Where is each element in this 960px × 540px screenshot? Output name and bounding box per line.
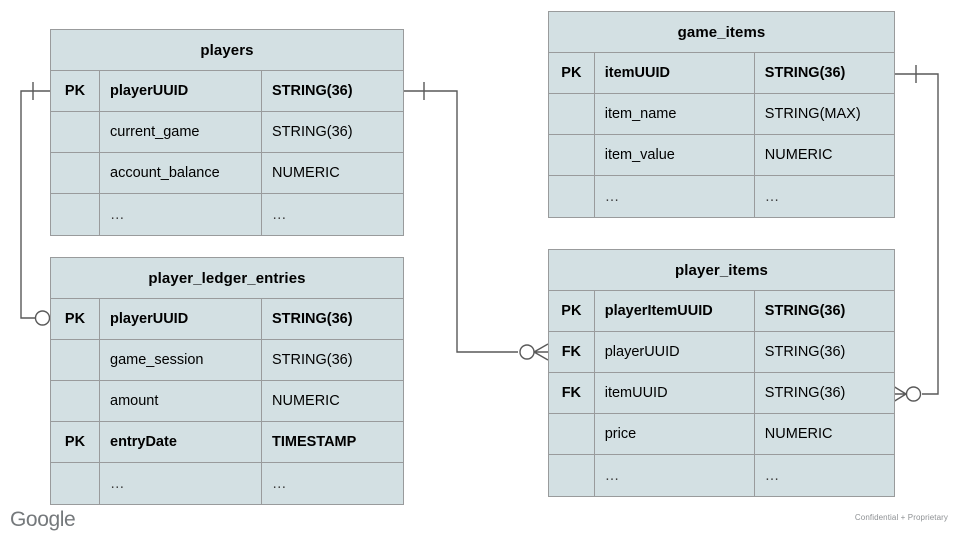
field-row-playeritems-more[interactable]: … …	[549, 455, 894, 496]
field-type-ledger-game-session: STRING(36)	[272, 352, 353, 368]
field-row-gameitems-more[interactable]: … …	[549, 176, 894, 217]
entity-player-items-name: player_items	[675, 261, 768, 279]
field-type-playeritems-itemuuid: STRING(36)	[764, 385, 846, 401]
field-key-players-account-balance	[51, 153, 100, 193]
field-type-players-more: …	[272, 206, 288, 223]
field-row-players-current-game[interactable]: current_game STRING(36)	[51, 112, 403, 153]
field-row-gameitems-item-value[interactable]: item_value NUMERIC	[549, 135, 894, 176]
field-row-playeritems-playeritemuuid[interactable]: PK playerItemUUID STRING(36)	[549, 291, 894, 332]
field-row-playeritems-itemuuid[interactable]: FK itemUUID STRING(36)	[549, 373, 894, 414]
field-row-gameitems-item-name[interactable]: item_name STRING(MAX)	[549, 94, 894, 135]
field-row-ledger-playeruuid[interactable]: PK playerUUID STRING(36)	[51, 299, 403, 340]
field-key-ledger-playeruuid: PK	[51, 299, 100, 339]
field-name-playeritems-itemuuid: itemUUID	[595, 373, 755, 413]
field-name-playeritems-playeruuid: playerUUID	[595, 332, 755, 372]
field-row-gameitems-itemuuid[interactable]: PK itemUUID STRING(36)	[549, 53, 894, 94]
field-type-ledger-amount: NUMERIC	[272, 393, 340, 409]
field-name-players-current-game: current_game	[100, 112, 262, 152]
field-row-players-more[interactable]: … …	[51, 194, 403, 235]
field-key-gameitems-item-value	[549, 135, 595, 175]
field-row-ledger-amount[interactable]: amount NUMERIC	[51, 381, 403, 422]
field-type-gameitems-more: …	[764, 188, 781, 205]
field-name-players-playeruuid: playerUUID	[100, 71, 262, 111]
field-key-players-more	[51, 194, 100, 235]
confidentiality-note: Confidential + Proprietary	[854, 513, 948, 522]
field-type-ledger-entrydate: TIMESTAMP	[272, 434, 357, 450]
field-name-ledger-more: …	[100, 463, 262, 504]
field-key-players-current-game	[51, 112, 100, 152]
field-name-players-account-balance: account_balance	[100, 153, 262, 193]
field-type-gameitems-itemuuid: STRING(36)	[764, 65, 846, 81]
field-name-playeritems-more: …	[595, 455, 755, 496]
field-name-players-more: …	[100, 194, 262, 235]
entity-player-items-title: player_items	[549, 250, 894, 291]
entity-player-items[interactable]: player_items PK playerItemUUID STRING(36…	[548, 249, 895, 497]
field-type-ledger-playeruuid: STRING(36)	[272, 311, 353, 327]
field-key-playeritems-more	[549, 455, 595, 496]
field-row-ledger-game-session[interactable]: game_session STRING(36)	[51, 340, 403, 381]
field-type-players-account-balance: NUMERIC	[272, 165, 340, 181]
field-key-playeritems-itemuuid: FK	[549, 373, 595, 413]
google-logo: Google	[10, 508, 76, 531]
entity-player-ledger-entries[interactable]: player_ledger_entries PK playerUUID STRI…	[50, 257, 404, 505]
field-type-playeritems-more: …	[764, 467, 781, 484]
field-row-ledger-more[interactable]: … …	[51, 463, 403, 504]
entity-game-items-name: game_items	[677, 23, 766, 41]
relationship-game-items-to-player-items	[892, 65, 939, 403]
entity-player-ledger-entries-name: player_ledger_entries	[148, 269, 306, 287]
field-row-playeritems-price[interactable]: price NUMERIC	[549, 414, 894, 455]
field-type-playeritems-playeritemuuid: STRING(36)	[764, 303, 846, 319]
field-type-gameitems-item-value: NUMERIC	[764, 147, 833, 163]
field-row-ledger-entrydate[interactable]: PK entryDate TIMESTAMP	[51, 422, 403, 463]
field-name-ledger-playeruuid: playerUUID	[100, 299, 262, 339]
field-type-players-playeruuid: STRING(36)	[272, 83, 353, 99]
field-key-ledger-game-session	[51, 340, 100, 380]
field-type-ledger-more: …	[272, 475, 288, 492]
entity-players-name: players	[200, 41, 254, 59]
field-row-players-playeruuid[interactable]: PK playerUUID STRING(36)	[51, 71, 403, 112]
field-key-playeritems-playeruuid: FK	[549, 332, 595, 372]
field-name-gameitems-more: …	[595, 176, 755, 217]
field-type-players-current-game: STRING(36)	[272, 124, 353, 140]
field-key-gameitems-more	[549, 176, 595, 217]
field-row-playeritems-playeruuid[interactable]: FK playerUUID STRING(36)	[549, 332, 894, 373]
entity-game-items[interactable]: game_items PK itemUUID STRING(36) item_n…	[548, 11, 895, 218]
field-name-playeritems-price: price	[595, 414, 755, 454]
relationship-players-to-player-items	[404, 82, 549, 361]
field-name-playeritems-playeritemuuid: playerItemUUID	[595, 291, 755, 331]
field-name-gameitems-itemuuid: itemUUID	[595, 53, 755, 93]
field-key-playeritems-playeritemuuid: PK	[549, 291, 595, 331]
entity-players[interactable]: players PK playerUUID STRING(36) current…	[50, 29, 404, 236]
field-name-ledger-entrydate: entryDate	[100, 422, 262, 462]
field-name-gameitems-item-value: item_value	[595, 135, 755, 175]
field-row-players-account-balance[interactable]: account_balance NUMERIC	[51, 153, 403, 194]
field-type-gameitems-item-name: STRING(MAX)	[764, 106, 861, 122]
field-key-ledger-entrydate: PK	[51, 422, 100, 462]
entity-game-items-title: game_items	[549, 12, 894, 53]
field-key-ledger-amount	[51, 381, 100, 421]
field-name-ledger-amount: amount	[100, 381, 262, 421]
field-name-ledger-game-session: game_session	[100, 340, 262, 380]
field-key-ledger-more	[51, 463, 100, 504]
field-key-playeritems-price	[549, 414, 595, 454]
entity-players-title: players	[51, 30, 403, 71]
entity-player-ledger-entries-title: player_ledger_entries	[51, 258, 403, 299]
field-name-gameitems-item-name: item_name	[595, 94, 755, 134]
field-key-players-playeruuid: PK	[51, 71, 100, 111]
field-type-playeritems-price: NUMERIC	[764, 426, 833, 442]
field-key-gameitems-item-name	[549, 94, 595, 134]
field-key-gameitems-itemuuid: PK	[549, 53, 595, 93]
field-type-playeritems-playeruuid: STRING(36)	[764, 344, 846, 360]
